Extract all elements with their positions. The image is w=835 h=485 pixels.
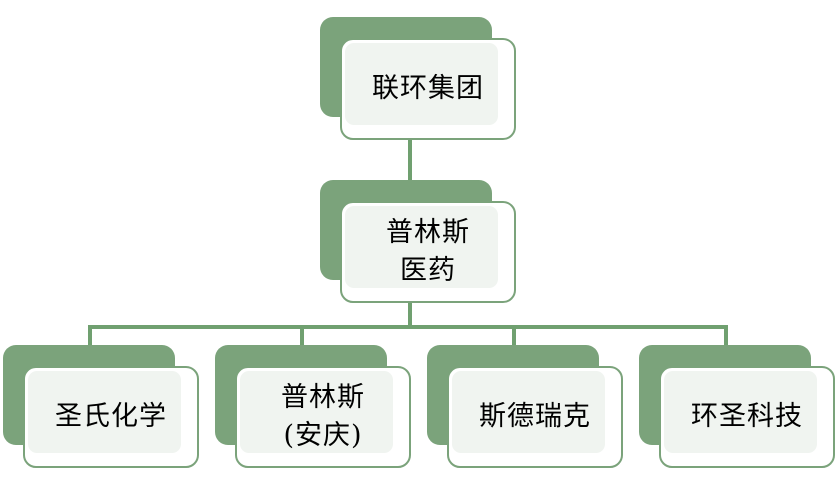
org-node-child3[interactable]: 斯德瑞克 [427, 345, 623, 468]
org-node-child2[interactable]: 普林斯 (安庆) [215, 345, 411, 468]
node-inner-panel [452, 371, 605, 453]
node-inner-panel [664, 371, 817, 453]
org-node-pulinsi[interactable]: 普林斯 医药 [320, 180, 516, 303]
connector-horizontal-bus [88, 325, 728, 329]
org-node-root[interactable]: 联环集团 [320, 17, 516, 140]
org-node-child4[interactable]: 环圣科技 [639, 345, 835, 468]
node-inner-panel [345, 43, 498, 125]
org-node-child1[interactable]: 圣氏化学 [3, 345, 199, 468]
node-inner-panel [28, 371, 181, 453]
node-inner-panel [240, 371, 393, 453]
connector-drop-child4 [724, 325, 728, 347]
node-box: 联环集团 [340, 38, 516, 140]
node-box: 普林斯 医药 [340, 201, 516, 303]
node-box: 斯德瑞克 [447, 366, 623, 468]
node-box: 环圣科技 [659, 366, 835, 468]
connector-drop-child1 [88, 325, 92, 347]
connector-root-to-pulinsi [408, 138, 412, 180]
connector-drop-child2 [300, 325, 304, 347]
node-box: 普林斯 (安庆) [235, 366, 411, 468]
node-inner-panel [345, 206, 498, 288]
node-box: 圣氏化学 [23, 366, 199, 468]
connector-drop-child3 [512, 325, 516, 347]
connector-pulinsi-stem [408, 300, 412, 328]
